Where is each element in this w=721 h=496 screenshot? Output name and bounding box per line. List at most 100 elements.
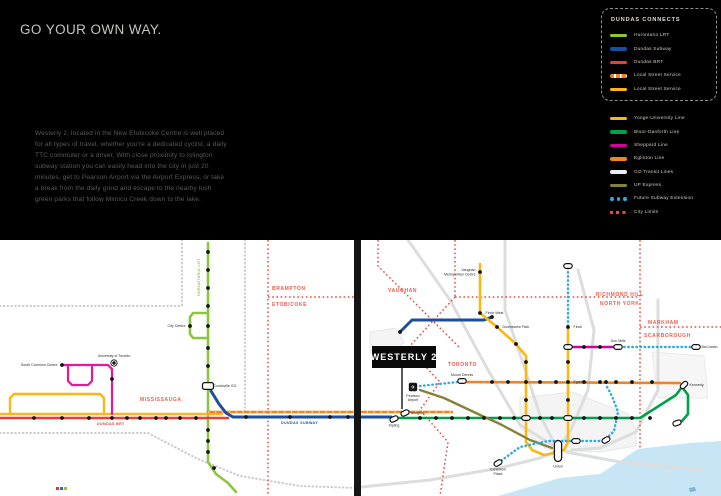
station-don-mills: [613, 344, 623, 351]
legend-boxed-item-2: Dundas BRT: [610, 56, 708, 69]
station-downsview-park: [495, 325, 499, 329]
station-label: Finch: [574, 325, 583, 329]
legend-label: Local Street Service: [634, 86, 681, 92]
legend-title: DUNDAS CONNECTS: [611, 17, 681, 23]
station: [571, 438, 581, 445]
legend-swatch: [610, 33, 627, 38]
station-label: Islington: [411, 411, 424, 415]
station: [60, 416, 64, 420]
station-cooksville-go: [201, 381, 215, 391]
station: [566, 398, 570, 402]
station: [398, 330, 402, 334]
station: [601, 436, 611, 444]
station: [630, 380, 634, 384]
region-label-vaughan: VAUGHAN: [388, 288, 417, 294]
station: [604, 380, 608, 384]
station: [32, 416, 36, 420]
station: [212, 466, 216, 470]
line-future-ontario-line: [496, 383, 620, 465]
legend-label: Hurontario LRT: [634, 33, 670, 39]
station: [512, 416, 516, 420]
station-university-of-toronto-ring: [111, 360, 117, 366]
station-union: [553, 439, 563, 463]
legend-label: Future Subway Extension: [634, 196, 694, 202]
station: [582, 345, 586, 349]
station: [563, 263, 573, 270]
station-label: McCowan: [702, 345, 718, 349]
station: [206, 346, 210, 350]
legend-item-2: Sheppard Line: [610, 139, 708, 152]
legend-item-3: Eglinton Line: [610, 152, 708, 165]
station-kipling: [389, 415, 399, 423]
station: [206, 439, 210, 443]
station: [288, 415, 292, 419]
legend-label: Sheppard Line: [634, 142, 668, 148]
station: [482, 416, 486, 420]
legend-boxed-item-4: Local Street Service: [610, 83, 708, 96]
station: [506, 380, 510, 384]
legend-boxed-item-3: Local Street Service: [610, 69, 708, 82]
region-label-etobicoke: ETOBICOKE: [272, 302, 307, 308]
station: [418, 416, 422, 420]
station-label: Kipling: [389, 424, 400, 428]
station: [498, 416, 502, 420]
line-go-barrie: [503, 240, 556, 445]
legend-swatch: [610, 74, 627, 78]
station-label: Eglinton: [574, 380, 587, 384]
station: [154, 416, 158, 420]
station-label: University of Toronto: [98, 354, 131, 358]
legend-label: Dundas Subway: [634, 46, 672, 52]
line-eglinton-line: [460, 380, 682, 385]
legend-label: Dundas BRT: [634, 59, 664, 65]
legend-swatch: [610, 196, 628, 202]
station: [550, 416, 554, 420]
page-title: GO YOUR OWN WAY.: [20, 22, 162, 37]
brand-mark-green: [64, 487, 67, 490]
map-legend: DUNDAS CONNECTS Hurontario LRT Dundas Sub…: [601, 8, 717, 219]
legend-label: Local Street Service: [634, 73, 681, 79]
westerly-2-label: WESTERLY 2: [371, 352, 438, 362]
station: [206, 250, 210, 254]
westerly-2-callout: [372, 346, 436, 368]
region-label-brampton: BRAMPTON: [272, 286, 306, 292]
station-label: South Common Centre: [21, 363, 58, 367]
station-eglinton: [566, 380, 570, 384]
legend-swatch: [610, 130, 627, 134]
line-local-yellow-loop: [8, 392, 106, 416]
station: [138, 416, 142, 420]
station: [614, 416, 618, 420]
station: [434, 416, 438, 420]
lake-ontario: [498, 441, 721, 496]
legend-item-0: Yonge-University Line: [610, 112, 708, 125]
station: [524, 380, 528, 384]
line-hurontario-lrt: [206, 241, 238, 494]
legend-swatch: [610, 211, 627, 214]
station: [598, 380, 602, 384]
station: [110, 377, 114, 381]
station-label: Cooksville GO: [214, 384, 237, 388]
station: [490, 315, 494, 319]
station-label: Mount Dennis: [451, 373, 473, 377]
airplane-icon: ✈: [411, 384, 416, 391]
page-gutter-divider: [354, 240, 361, 496]
station: [206, 450, 210, 454]
legend-label: City Limits: [634, 209, 659, 215]
legend-label: UP Express: [634, 183, 662, 189]
station-finch: [566, 325, 570, 329]
dundas-connects-legend-box: DUNDAS CONNECTS Hurontario LRT Dundas Sub…: [601, 8, 717, 101]
station: [206, 304, 210, 308]
top-band: GO YOUR OWN WAY. Westerly 2, located in …: [0, 0, 721, 240]
station: [598, 345, 602, 349]
station: [524, 398, 528, 402]
station-kennedy: [679, 380, 689, 390]
line-caption-hurontario-lrt: HURONTARIO LRT: [197, 258, 201, 296]
station: [582, 416, 586, 420]
station-pearson-airport: [408, 382, 418, 392]
line-up-express: [418, 388, 554, 450]
station: [110, 416, 114, 420]
station-mccowan: [691, 344, 701, 351]
legend-swatch: [610, 47, 627, 51]
station-label: City Centre: [168, 324, 186, 328]
